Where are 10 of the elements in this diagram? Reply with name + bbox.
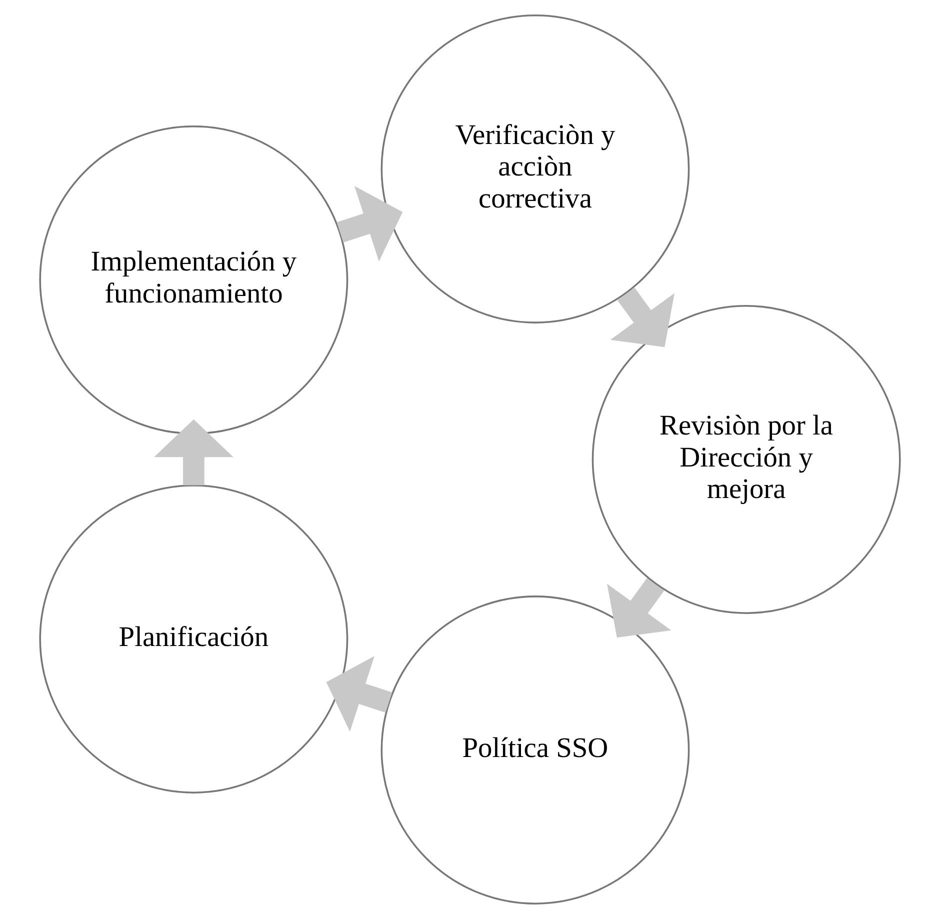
node-circle: Implementación y funcionamiento <box>39 125 348 434</box>
arrow <box>336 186 403 262</box>
node-circle: Política SSO <box>380 596 690 904</box>
arrow <box>610 288 674 348</box>
node-circle: Planificación <box>39 484 348 794</box>
arrow <box>154 419 234 486</box>
node-circle: Revisiòn por la Dirección y mejora <box>592 305 901 614</box>
arrow <box>326 656 392 732</box>
node-circle: Verificaciòn y acciòn correctiva <box>380 14 690 324</box>
arrow <box>607 578 672 638</box>
